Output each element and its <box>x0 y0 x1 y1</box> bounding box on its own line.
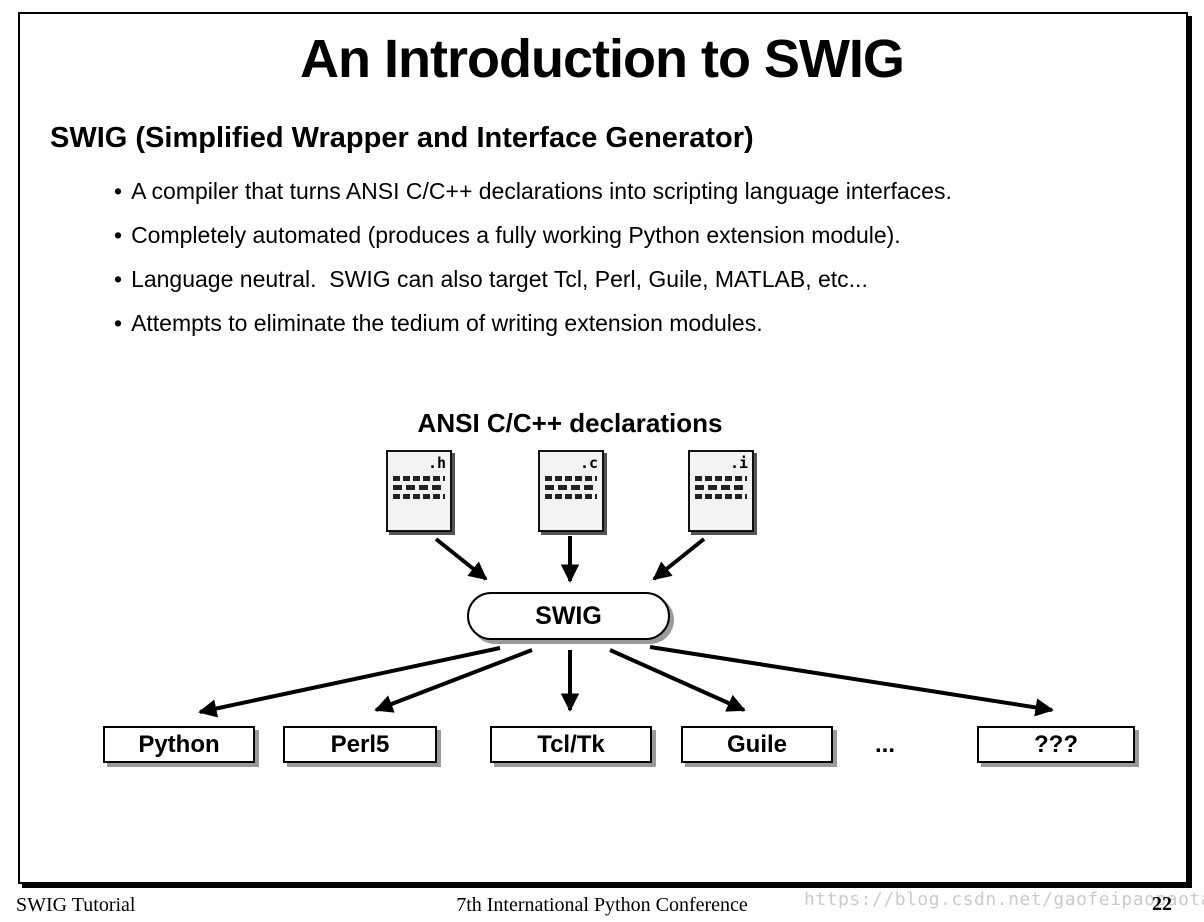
file-text-line <box>393 485 445 490</box>
swig-node: SWIG <box>467 592 670 640</box>
file-ext-label: .c <box>579 454 598 472</box>
file-text-lines <box>690 476 752 503</box>
footer-center-text: 7th International Python Conference <box>456 894 748 916</box>
bullet-icon: • <box>114 222 123 248</box>
file-ext-label: .i <box>729 454 748 472</box>
bullet-list: • A compiler that turns ANSI C/C++ decla… <box>114 178 1134 354</box>
footer-left-text: SWIG Tutorial <box>16 894 136 916</box>
bullet-item: • Completely automated (produces a fully… <box>114 222 1134 248</box>
file-text-line <box>393 476 445 481</box>
bullet-icon: • <box>114 266 123 292</box>
bullet-text: A compiler that turns ANSI C/C++ declara… <box>131 178 952 204</box>
file-icon-h: .h <box>386 450 452 532</box>
diagram-input-label: ANSI C/C++ declarations <box>417 408 723 438</box>
bullet-text: Completely automated (produces a fully w… <box>131 222 901 248</box>
targets-ellipsis: ... <box>874 731 895 758</box>
target-box-tcltk: Tcl/Tk <box>490 726 652 763</box>
file-text-line <box>393 494 445 499</box>
bullet-item: • Attempts to eliminate the tedium of wr… <box>114 310 1134 336</box>
file-ext-label: .h <box>427 454 446 472</box>
file-text-lines <box>388 476 450 503</box>
bullet-item: • A compiler that turns ANSI C/C++ decla… <box>114 178 1134 204</box>
bullet-text: Language neutral. SWIG can also target T… <box>131 266 868 292</box>
file-text-line <box>545 494 597 499</box>
target-box-unknown: ??? <box>977 726 1135 763</box>
section-heading: SWIG (Simplified Wrapper and Interface G… <box>50 122 754 154</box>
target-box-python: Python <box>103 726 255 763</box>
bullet-icon: • <box>114 178 123 204</box>
file-text-line <box>695 494 747 499</box>
file-icon-c: .c <box>538 450 604 532</box>
file-icon-i: .i <box>688 450 754 532</box>
target-box-perl5: Perl5 <box>283 726 437 763</box>
bullet-text: Attempts to eliminate the tedium of writ… <box>131 310 763 336</box>
bullet-icon: • <box>114 310 123 336</box>
file-text-line <box>695 485 747 490</box>
file-text-line <box>545 476 597 481</box>
file-text-line <box>695 476 747 481</box>
file-text-lines <box>540 476 602 503</box>
bullet-item: • Language neutral. SWIG can also target… <box>114 266 1134 292</box>
file-text-line <box>545 485 597 490</box>
slide-title: An Introduction to SWIG <box>300 29 905 89</box>
csdn-watermark: https://blog.csdn.net/gaofeipaopaotang <box>804 889 1204 910</box>
target-box-guile: Guile <box>681 726 833 763</box>
page-number: 22 <box>1152 893 1172 915</box>
